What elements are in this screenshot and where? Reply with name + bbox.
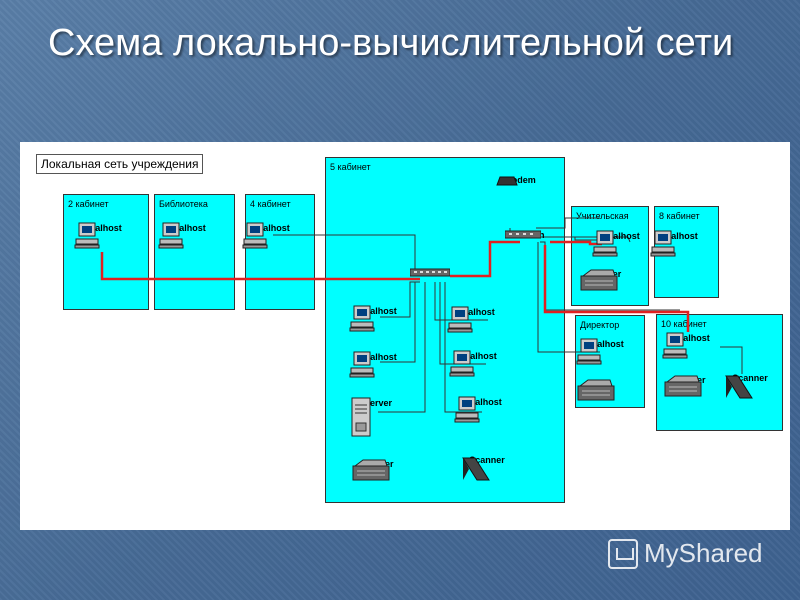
- device-label: Scanner: [469, 455, 505, 465]
- computer-icon: [449, 350, 475, 377]
- modem: Modem: [495, 175, 545, 186]
- printer-icon: [352, 459, 390, 481]
- computer-room5-b: localhost: [349, 351, 405, 378]
- device-label: localhost: [670, 333, 710, 343]
- printer-room5: Printer: [351, 458, 407, 481]
- room-label: 10 кабинет: [661, 319, 707, 329]
- link: [380, 282, 416, 363]
- backbone-line: [450, 240, 520, 278]
- switch-icon: [410, 268, 450, 277]
- logo-icon: [608, 538, 638, 569]
- computer-icon: [74, 222, 100, 249]
- link: [378, 282, 426, 413]
- computer-icon: [447, 306, 473, 333]
- main-switch: Switch: [410, 268, 460, 278]
- computer-icon: [349, 305, 375, 332]
- scanner-icon: [725, 375, 753, 399]
- room-4: 4 кабинет: [245, 194, 315, 310]
- scanner-room10: Scanner: [722, 372, 778, 399]
- device-label: localhost: [600, 231, 640, 241]
- device-label: localhost: [166, 223, 206, 233]
- plotter-teacher: Plotter: [579, 268, 635, 291]
- watermark-text: MyShared: [644, 538, 763, 568]
- room-label: 5 кабинет: [330, 162, 371, 172]
- room-library: Библиотека: [154, 194, 235, 310]
- device-label: localhost: [658, 231, 698, 241]
- link: [536, 217, 600, 229]
- computer-icon: [242, 222, 268, 249]
- server-icon: [351, 397, 371, 437]
- link: [439, 282, 486, 365]
- computer-room10: localhost: [662, 332, 718, 359]
- link: [545, 236, 631, 243]
- computer-icon: [158, 222, 184, 249]
- link: [273, 234, 416, 274]
- watermark-logo: MyShared: [608, 538, 763, 569]
- device-label: localhost: [250, 223, 290, 233]
- device-label: localhost: [82, 223, 122, 233]
- switch-icon: [505, 230, 541, 239]
- room-2: 2 кабинет: [63, 194, 149, 310]
- link: [434, 282, 488, 321]
- computer-room5-a: localhost: [349, 305, 405, 332]
- right-switch: Switch: [505, 230, 555, 240]
- computer-room5-e: localhost: [454, 396, 510, 423]
- diagram-panel: Локальная сеть учреждения 2 кабинет Библ…: [20, 142, 790, 530]
- modem-icon: [496, 176, 518, 186]
- device-label: localhost: [584, 339, 624, 349]
- server: Server: [350, 397, 406, 437]
- scanner-icon: [462, 457, 490, 481]
- backbone-line: [100, 252, 420, 281]
- scanner-room5: Scanner: [459, 454, 515, 481]
- network-label: Локальная сеть учреждения: [36, 154, 204, 174]
- room-label: 4 кабинет: [250, 199, 291, 209]
- computer-room8: localhost: [650, 230, 706, 257]
- computer-room5-d: localhost: [449, 350, 505, 377]
- computer-teacher: localhost: [592, 230, 648, 257]
- device-label: localhost: [462, 397, 502, 407]
- device-label: Modem: [504, 175, 536, 185]
- room-label: 8 кабинет: [659, 211, 700, 221]
- room-label: Директор: [580, 320, 620, 330]
- backbone-line: [543, 245, 690, 332]
- printer-icon: [577, 379, 615, 401]
- computer-room2: localhost: [74, 222, 130, 249]
- printer-icon: [664, 375, 702, 397]
- device-label: localhost: [357, 352, 397, 362]
- room-label: Библиотека: [159, 199, 208, 209]
- plotter-icon: [580, 269, 618, 291]
- computer-room5-c: localhost: [447, 306, 503, 333]
- device-label: Server: [363, 398, 393, 408]
- computer-icon: [576, 338, 602, 365]
- connection-lines: [100, 217, 743, 413]
- backbone-line: [550, 240, 602, 246]
- computer-icon: [592, 230, 618, 257]
- link: [444, 282, 482, 413]
- room-label: 2 кабинет: [68, 199, 109, 209]
- computer-room4: localhost: [242, 222, 298, 249]
- computer-icon: [662, 332, 688, 359]
- computer-icon: [650, 230, 676, 257]
- computer-library: localhost: [158, 222, 214, 249]
- computer-director: localhost: [576, 338, 632, 365]
- device-label: localhost: [357, 306, 397, 316]
- room-label: Учительская: [576, 211, 629, 221]
- printer-room10: Printer: [663, 374, 719, 397]
- computer-icon: [454, 396, 480, 423]
- link: [720, 346, 743, 374]
- computer-icon: [349, 351, 375, 378]
- device-label: localhost: [455, 307, 495, 317]
- device-label: localhost: [457, 351, 497, 361]
- link: [537, 242, 600, 353]
- device-label: Scanner: [732, 373, 768, 383]
- slide-title: Схема локально-вычислительной сети: [48, 22, 734, 64]
